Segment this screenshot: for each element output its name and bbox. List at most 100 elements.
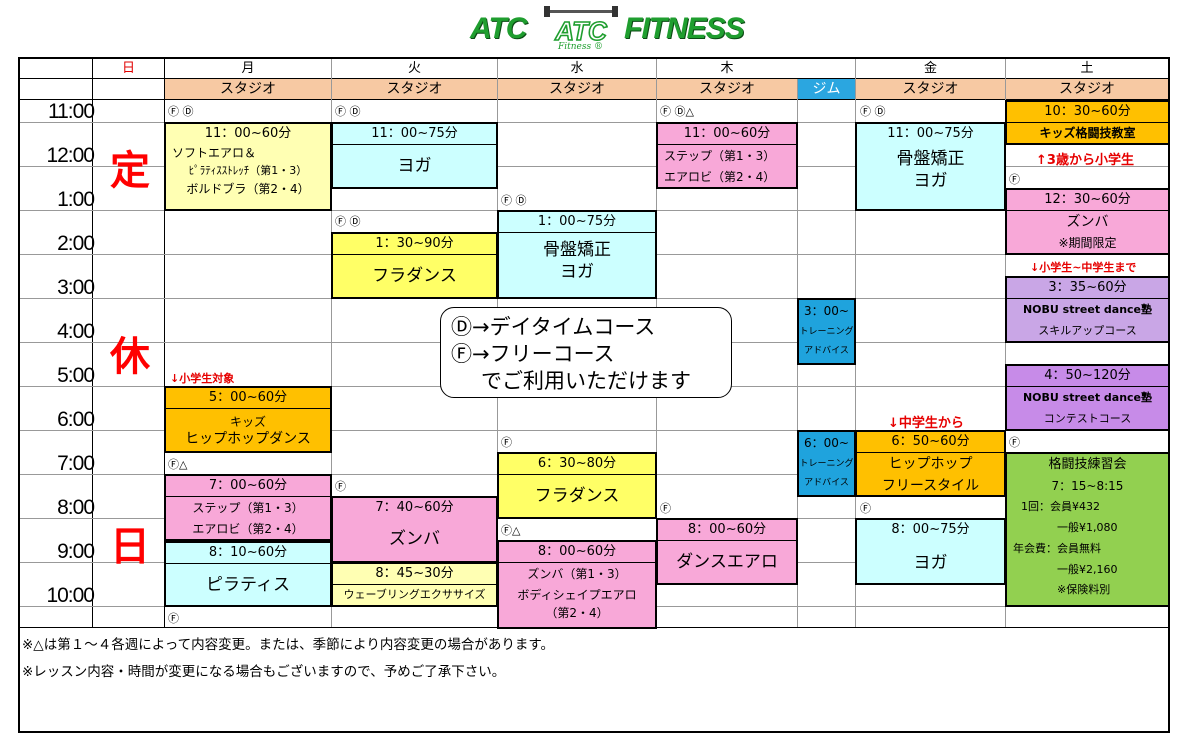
lesson-name: ボルドブラ（第2・4） <box>186 182 310 196</box>
age-note: ↓小学生対象 <box>170 372 235 385</box>
lesson-time: 10：30~60分 <box>1007 102 1168 123</box>
age-note: ↓中学生から <box>888 416 964 431</box>
lesson-time: 7：00~60分 <box>166 476 330 497</box>
footnote: ※レッスン内容・時間が変更になる場合もございますので、予めご了承下さい。 <box>22 664 506 680</box>
grid-line <box>20 99 1168 100</box>
time-label: 2:00 <box>57 232 95 255</box>
lesson-time: 3：00~ <box>804 304 849 318</box>
legend-line: Ⓓ→デイタイムコース <box>451 315 656 339</box>
lesson-block: 5：00~60分 キッズ ヒップホップダンス <box>164 386 332 453</box>
course-mark: Ⓕ <box>335 480 346 493</box>
lesson-block: 1：00~75分 骨盤矯正 ヨガ <box>497 210 657 299</box>
lesson-name: キッズ <box>229 415 266 429</box>
studio-header-thu: スタジオ <box>657 79 798 99</box>
lesson-name: 格闘技練習会 <box>1048 457 1127 472</box>
grid-line <box>20 430 1168 431</box>
barbell-emblem-icon: ATC <box>544 6 618 47</box>
lesson-time: 1：30~90分 <box>333 234 496 255</box>
lesson-name: ヨガ <box>397 156 432 176</box>
lesson-block: 8：10~60分 ピラティス <box>164 541 332 607</box>
lesson-time: 11：00~75分 <box>333 124 496 145</box>
lesson-time: 1：00~75分 <box>499 212 655 233</box>
day-header-sun: 日 <box>121 61 135 76</box>
lesson-name: NOBU street dance塾 <box>1022 391 1153 404</box>
course-mark: Ⓕ△ <box>168 458 188 471</box>
day-header-tue: 火 <box>407 61 421 76</box>
course-mark: Ⓕ <box>860 502 871 515</box>
lesson-name: ズンバ <box>1066 214 1109 230</box>
time-label: 7:00 <box>57 452 95 475</box>
lesson-name: フラダンス <box>534 486 620 506</box>
lesson-name: フリースタイル <box>881 478 980 494</box>
lesson-time: 8：00~75分 <box>891 522 970 537</box>
course-mark: Ⓕ Ⓓ <box>168 105 194 118</box>
course-mark: Ⓕ <box>168 612 179 625</box>
grid-line <box>164 59 165 627</box>
lesson-block: 11：00~75分 骨盤矯正 ヨガ <box>855 122 1006 211</box>
course-mark: Ⓕ Ⓓ <box>335 215 361 228</box>
logo: ATC ATC FITNESS Fitness ® <box>470 4 745 54</box>
day-header-wed: 水 <box>570 61 584 76</box>
day-header-thu: 木 <box>720 61 734 76</box>
lesson-time: 8：10~60分 <box>166 543 330 564</box>
lesson-price: 一般¥2,160 <box>1057 563 1118 576</box>
lesson-name: ステップ（第1・3） <box>664 149 776 163</box>
studio-header-tue: スタジオ <box>332 79 498 99</box>
footnote: ※△は第１～４各週によって内容変更。または、季節により内容変更の場合があります。 <box>22 637 554 653</box>
closed-char: 日 <box>110 524 150 570</box>
lesson-name: エアロビ（第2・4） <box>664 170 776 184</box>
lesson-name: ダンスエアロ <box>676 552 778 572</box>
lesson-time: 4：50~120分 <box>1007 366 1168 387</box>
lesson-name: 骨盤矯正 <box>896 149 965 169</box>
gym-header-thu: ジム <box>798 79 856 99</box>
studio-header-mon: スタジオ <box>165 79 332 99</box>
lesson-time: 12：30~60分 <box>1007 190 1168 211</box>
lesson-name: ズンバ（第1・3） <box>527 567 627 581</box>
course-mark: Ⓕ <box>1009 173 1020 186</box>
lesson-name: ステップ（第1・3） <box>192 501 304 515</box>
time-label: 11:00 <box>48 100 95 123</box>
course-mark: Ⓕ△ <box>501 524 521 537</box>
lesson-block: 11：00~60分 ステップ（第1・3） エアロビ（第2・4） <box>656 122 798 189</box>
lesson-name: コンテストコース <box>1043 412 1132 425</box>
logo-subtext: Fitness ® <box>558 42 603 52</box>
closed-char: 定 <box>110 148 150 194</box>
lesson-name: キッズ格闘技教室 <box>1039 126 1136 140</box>
time-label: 12:00 <box>46 144 95 167</box>
lesson-name: アドバイス <box>804 478 849 488</box>
logo-text-right: FITNESS <box>624 12 745 45</box>
age-note: ↑3歳から小学生 <box>1036 153 1134 168</box>
lesson-price: 年会費：会員無料 <box>1013 542 1101 555</box>
lesson-name: ﾋﾟﾗﾃｨｽｽﾄﾚｯﾁ（第1・3） <box>188 164 308 177</box>
lesson-block: 8：00~60分 ズンバ（第1・3） ボディシェイプエアロ （第2・4） <box>497 540 657 629</box>
grid-line <box>92 59 93 627</box>
legend-line: Ⓕ→フリーコース <box>451 342 615 366</box>
gym-block: 6：00~ トレーニング アドバイス <box>797 430 856 497</box>
lesson-block: 格闘技練習会 7：15~8:15 1回：会員¥432 一般¥1,080 年会費：… <box>1005 452 1170 607</box>
lesson-name: スキルアップコース <box>1038 324 1137 337</box>
lesson-block: 3：35~60分 NOBU street dance塾 スキルアップコース <box>1005 276 1170 343</box>
lesson-time: 8：00~60分 <box>499 542 655 563</box>
lesson-name: ヨガ <box>913 171 948 191</box>
lesson-block: 4：50~120分 NOBU street dance塾 コンテストコース <box>1005 364 1170 431</box>
time-label: 1:00 <box>57 188 95 211</box>
studio-header-fri: スタジオ <box>856 79 1006 99</box>
course-mark: Ⓕ <box>1009 436 1020 449</box>
grid-line <box>20 166 1168 167</box>
time-label: 8:00 <box>57 496 95 519</box>
lesson-name: フラダンス <box>372 266 457 286</box>
lesson-time: 11：00~60分 <box>658 124 796 145</box>
lesson-time: 11：00~75分 <box>887 126 974 141</box>
lesson-time: 6：00~ <box>804 436 849 450</box>
studio-header-wed: スタジオ <box>498 79 657 99</box>
lesson-name: NOBU street dance塾 <box>1022 303 1153 316</box>
lesson-name: ヨガ <box>560 262 594 282</box>
lesson-note: ※保険料別 <box>1057 583 1111 596</box>
lesson-name: 骨盤矯正 <box>543 240 611 260</box>
lesson-block: 10：30~60分 キッズ格闘技教室 <box>1005 100 1170 145</box>
lesson-block: 11：00~60分 ソフトエアロ＆ ﾋﾟﾗﾃｨｽｽﾄﾚｯﾁ（第1・3） ボルドブ… <box>164 122 332 211</box>
lesson-name: ウェーブリングエクササイズ <box>343 588 486 601</box>
closed-char: 休 <box>110 334 150 380</box>
day-header-sat: 土 <box>1080 61 1094 76</box>
course-mark: Ⓕ <box>501 436 512 449</box>
